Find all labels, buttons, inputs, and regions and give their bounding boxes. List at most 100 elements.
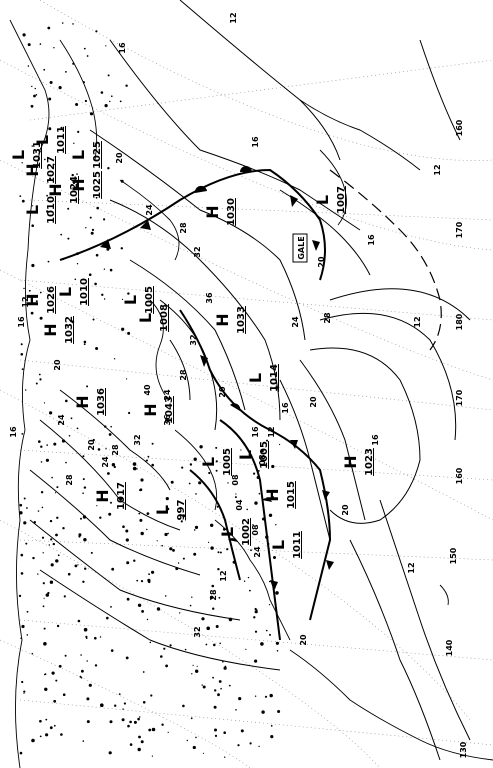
- station-dot: [108, 751, 112, 755]
- station-dot: [253, 616, 256, 619]
- system-pressure-value: 1014: [269, 364, 280, 392]
- station-dot: [146, 459, 148, 462]
- station-dot: [82, 515, 87, 519]
- isobar-label: 28: [209, 589, 218, 601]
- system-letter: L: [33, 135, 52, 145]
- station-dot: [77, 619, 81, 623]
- station-dot: [114, 704, 117, 707]
- station-dot: [106, 247, 110, 251]
- station-dot: [53, 724, 56, 727]
- system-pressure-value: 1011: [56, 126, 67, 154]
- station-dot: [151, 570, 155, 574]
- station-dot: [113, 358, 116, 360]
- isobar-label: 24: [253, 546, 262, 558]
- station-dot: [111, 95, 113, 97]
- station-dot: [31, 224, 34, 227]
- station-dot: [214, 734, 218, 738]
- station-dot: [27, 65, 30, 67]
- station-dot: [101, 293, 104, 296]
- system-pressure-value: 1033: [236, 306, 247, 334]
- station-dot: [212, 676, 215, 679]
- isobar-label: 08: [231, 474, 240, 486]
- station-dot: [58, 86, 62, 90]
- station-dot: [40, 461, 43, 463]
- station-dot: [56, 486, 59, 489]
- station-dot: [49, 411, 53, 415]
- station-dot: [226, 548, 229, 551]
- station-dot: [214, 728, 217, 732]
- station-dot: [232, 560, 236, 564]
- station-dot: [139, 488, 143, 492]
- station-dot: [106, 616, 109, 620]
- station-dot: [46, 194, 48, 197]
- station-dot: [35, 94, 38, 96]
- station-dot: [30, 311, 34, 315]
- station-dot: [31, 652, 34, 655]
- station-dot: [146, 528, 148, 531]
- station-dot: [96, 206, 99, 210]
- station-dot: [39, 735, 42, 738]
- station-dot: [60, 126, 63, 129]
- station-dot: [80, 517, 82, 520]
- station-dot: [269, 693, 273, 698]
- isobar-label: 16: [251, 426, 260, 438]
- station-dot: [196, 665, 198, 667]
- station-dot: [193, 552, 197, 556]
- system-pressure-value: 1011: [292, 531, 303, 559]
- station-dot: [31, 164, 34, 168]
- station-dot: [223, 731, 226, 734]
- station-dot: [90, 231, 94, 235]
- station-dot: [28, 289, 31, 292]
- station-dot: [267, 542, 270, 546]
- isobar-label: 16: [17, 316, 26, 328]
- station-dot: [260, 642, 264, 646]
- system-letter: L: [121, 295, 140, 305]
- station-dot: [60, 233, 63, 236]
- station-dot: [140, 740, 144, 744]
- station-dot: [86, 697, 90, 701]
- station-dot: [78, 535, 81, 538]
- station-dot: [39, 719, 42, 723]
- station-dot: [107, 167, 110, 170]
- longitude-label: 130: [459, 741, 468, 758]
- station-dot: [228, 684, 231, 687]
- system-letter: L: [136, 313, 155, 323]
- isobar-label: 12: [407, 562, 416, 573]
- station-dot: [181, 466, 184, 469]
- station-dot: [26, 634, 29, 636]
- station-dot: [243, 580, 246, 582]
- station-dot: [268, 604, 271, 606]
- isobar-label: 20: [317, 256, 326, 268]
- station-dot: [48, 544, 50, 546]
- isobar-label: 32: [193, 246, 202, 257]
- station-dot: [31, 738, 35, 743]
- station-dot: [193, 457, 197, 461]
- station-dot: [193, 529, 196, 531]
- station-dot: [128, 411, 131, 415]
- station-dot: [214, 689, 217, 692]
- station-dot: [44, 673, 47, 675]
- station-dot: [151, 727, 156, 732]
- station-dot: [81, 669, 84, 673]
- system-pressure-value: 1008: [159, 304, 170, 332]
- system-pressure-value: 1043: [164, 396, 175, 424]
- station-dot: [146, 618, 149, 621]
- station-dot: [265, 629, 268, 632]
- low-pressure-center: L 1008: [136, 304, 170, 332]
- system-pressure-value: 1002: [241, 518, 252, 546]
- isobar-label: 28: [179, 222, 188, 234]
- longitude-label: 170: [455, 221, 464, 238]
- station-dot: [23, 521, 27, 525]
- station-dot: [125, 529, 129, 533]
- station-dot: [86, 720, 90, 724]
- system-pressure-value: 1032: [64, 316, 75, 344]
- station-dot: [38, 440, 41, 443]
- isobar-label: 20: [341, 504, 350, 516]
- station-dot: [148, 573, 151, 576]
- isobar-label: 28: [323, 312, 332, 324]
- system-letter: H: [41, 323, 60, 336]
